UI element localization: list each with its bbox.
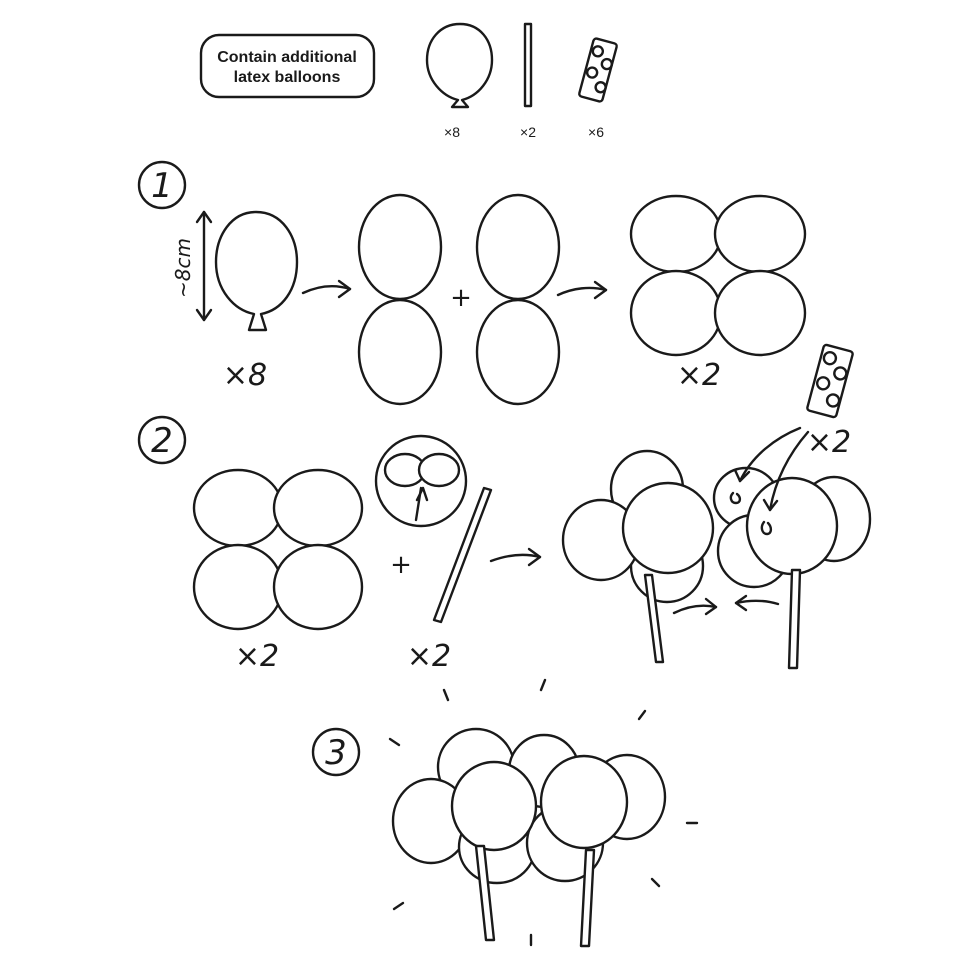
step-2-circle [137, 415, 187, 465]
arrow-clip-1-head [733, 468, 751, 483]
arrow-clip-1 [738, 426, 802, 483]
arrow-1a [301, 285, 352, 295]
step-2-qty-clips: ×2 [807, 425, 851, 460]
step-3: 3 [311, 678, 699, 948]
single-balloon [214, 210, 299, 332]
stick-icon [523, 22, 533, 108]
four-balloon-cluster-1 [629, 194, 807, 357]
clip-mark [729, 491, 742, 505]
clip-qty: ×6 [588, 124, 604, 140]
arrow-join-left [734, 599, 780, 606]
step-1-circle [137, 160, 187, 210]
arrow-join-left-head [734, 594, 748, 612]
size-label: ~8cm [171, 238, 195, 298]
finished-topper [391, 727, 667, 948]
arrow-1a-head [337, 279, 352, 299]
step-1-number: 1 [151, 166, 173, 206]
step-2-qty-clusters: ×2 [235, 639, 279, 674]
step-2: 2 ×2 + ×2 [137, 343, 872, 674]
arrow-clip-2 [768, 430, 810, 512]
step-1: 1 ~8cm ×8 + ×2 [137, 160, 807, 406]
stick-qty: ×2 [520, 124, 536, 140]
arrow-clip-2-head [762, 498, 779, 512]
arrow-join-right [672, 604, 718, 615]
arrow-2a-head [527, 547, 542, 567]
step-1-plus: + [450, 283, 472, 313]
balloon-pair-b [475, 193, 561, 406]
clip-mark [760, 520, 773, 536]
parts-header: Contain additional latex balloons ×8 ×2 … [199, 22, 618, 140]
stick [432, 486, 493, 624]
size-arrow [195, 210, 213, 322]
zoom-detail [374, 434, 468, 528]
step-2-qty-sticks: ×2 [407, 639, 451, 674]
clip-strip-icon [806, 343, 854, 419]
arrow-1b [556, 286, 608, 297]
step-2-number: 2 [151, 421, 173, 461]
four-balloon-cluster-2 [192, 468, 364, 631]
step-3-number: 3 [325, 733, 347, 773]
balloon-pair-a [357, 193, 443, 406]
balloon-icon [425, 22, 494, 109]
balloon-qty: ×8 [444, 124, 460, 140]
step-3-circle [311, 727, 361, 777]
arrow-1b-head [593, 280, 608, 300]
arrow-join-right-head [704, 597, 718, 616]
step-1-qty-result: ×2 [677, 358, 721, 393]
balloon-topper-left [561, 449, 715, 664]
burst-lines [388, 678, 699, 947]
arrow-2a [489, 553, 542, 563]
note-line-2: latex balloons [234, 69, 341, 86]
clip-strip-icon [578, 37, 618, 103]
note-line-1: Contain additional [217, 49, 357, 66]
note-box [199, 33, 376, 99]
step-2-plus: + [390, 550, 412, 580]
balloon-topper-right [712, 466, 872, 670]
step-1-qty-balloons: ×8 [223, 358, 267, 393]
